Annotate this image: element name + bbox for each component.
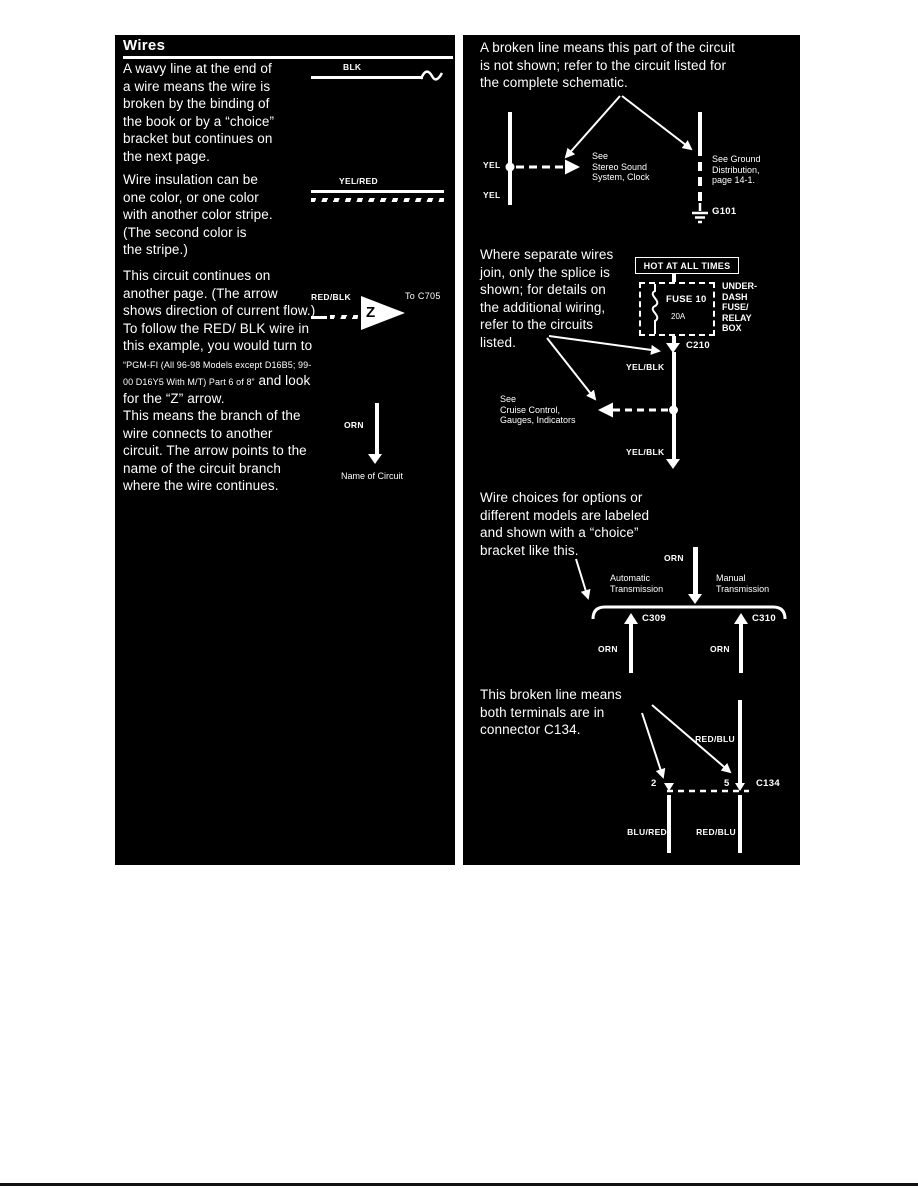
section-title: Wires <box>123 37 166 54</box>
see-cruise-note: See Cruise Control, Gauges, Indicators <box>500 394 576 425</box>
wire-color-label: ORN <box>344 420 364 430</box>
down-arrowhead-icon <box>688 594 702 604</box>
wire-color-label: BLK <box>343 62 362 72</box>
terminal-wire-lower-left <box>667 795 671 853</box>
terminals-paragraph: This broken line means both terminals ar… <box>480 687 622 737</box>
down-arrowhead-icon <box>666 343 680 353</box>
fuse-rating-label: 20A <box>671 312 686 321</box>
wire-color-label: ORN <box>710 644 730 654</box>
wire-color-label: YEL/BLK <box>626 362 665 372</box>
connector-label: C310 <box>752 613 776 624</box>
main-wire-line <box>672 352 676 460</box>
choice-bracket <box>591 605 787 620</box>
see-stereo-note: See Stereo Sound System, Clock <box>592 151 650 182</box>
branch-target-label: Name of Circuit <box>341 471 404 481</box>
terminal-number: 5 <box>724 778 730 789</box>
wire-color-label: ORN <box>598 644 618 654</box>
up-arrowhead-icon <box>734 613 748 624</box>
option-right-label: Manual Transmission <box>716 573 770 594</box>
left-wire-line <box>508 112 512 205</box>
pointer-arrow <box>575 558 591 600</box>
hot-label: HOT AT ALL TIMES <box>643 260 731 271</box>
pointer-arrow <box>621 95 693 151</box>
continues-text-2: and look for the “Z” arrow. <box>123 373 311 406</box>
wire-color-label: YEL/RED <box>339 176 378 186</box>
wire-color-label: ORN <box>664 553 684 563</box>
connector-label: C210 <box>686 340 710 351</box>
pointer-arrow <box>564 95 621 159</box>
ground-id-label: G101 <box>712 206 737 217</box>
choice-paragraph: Wire choices for options or different mo… <box>480 490 650 558</box>
see-ground-note: See Ground Distribution, page 14-1. <box>712 154 761 185</box>
connector-label: C134 <box>756 778 780 789</box>
arrow-target-label: To C705 <box>405 291 441 301</box>
fuse-element-icon <box>651 284 659 334</box>
splice-paragraph: Where separate wires join, only the spli… <box>480 247 614 350</box>
terminal-wire-upper <box>738 700 742 785</box>
down-arrowhead-icon <box>368 454 382 464</box>
column-divider <box>455 35 463 865</box>
continues-text-small: “PGM-FI (All 96-98 Models except D16B5; … <box>123 359 312 388</box>
arrow-wire-solid-line <box>311 316 327 319</box>
wire-color-label: RED/BLU <box>695 734 735 744</box>
fuse-name-label: FUSE 10 <box>666 294 707 305</box>
scan-bottom-edge <box>0 1183 918 1186</box>
wires-legend-panel: Wires A wavy line at the end of a wire m… <box>115 35 800 865</box>
branch-wire-line <box>375 403 379 455</box>
arrow-wire-dash-line <box>330 315 358 319</box>
z-arrow-icon <box>361 296 405 330</box>
wire-color-label: RED/BLU <box>696 827 736 837</box>
choice-wire-line <box>693 547 698 595</box>
terminal-arrowhead-icon <box>664 783 674 791</box>
wire-color-label: YEL/BLK <box>626 447 665 457</box>
branch-paragraph: This means the branch of the wire connec… <box>123 408 307 493</box>
pointer-arrow <box>641 712 666 779</box>
pointer-arrow <box>546 337 597 401</box>
wavy-line-paragraph: A wavy line at the end of a wire means t… <box>123 61 275 164</box>
pointer-arrow <box>548 335 661 355</box>
wavy-break-icon <box>419 70 444 81</box>
wire-color-label: YEL <box>483 190 501 200</box>
wire-color-label: YEL <box>483 160 501 170</box>
terminal-arrowhead-icon <box>735 783 745 791</box>
fuse-relay-box <box>639 282 715 336</box>
terminal-wire-lower-right <box>738 795 742 853</box>
option-right-wire <box>739 623 743 673</box>
title-underline <box>123 56 453 59</box>
fuse-output-wire <box>672 336 676 343</box>
connector-label: C309 <box>642 613 666 624</box>
ground-icon <box>692 203 708 224</box>
wire-color-label: BLU/RED <box>627 827 667 837</box>
underdash-box-label: UNDER- DASH FUSE/ RELAY BOX <box>722 281 757 333</box>
insulation-paragraph: Wire insulation can be one color, or one… <box>123 172 273 257</box>
diagram-graphics-overlay <box>361 70 787 793</box>
striped-wire-dash-line <box>311 198 444 202</box>
wavy-wire-line <box>311 76 423 79</box>
up-arrowhead-icon <box>624 613 638 624</box>
wire-color-label: RED/BLK <box>311 292 351 302</box>
hot-at-all-times-box: HOT AT ALL TIMES <box>635 257 739 274</box>
option-left-label: Automatic Transmission <box>610 573 664 594</box>
striped-wire-solid-line <box>311 190 444 193</box>
feed-wire-line <box>672 274 676 282</box>
broken-line-paragraph: A broken line means this part of the cir… <box>480 40 736 90</box>
terminal-number: 2 <box>651 778 657 789</box>
down-arrowhead-icon <box>666 459 680 469</box>
continues-text-1: This circuit continues on another page. … <box>123 268 316 353</box>
pointer-arrow <box>651 704 732 774</box>
arrow-letter: Z <box>366 304 376 321</box>
option-left-wire <box>629 623 633 673</box>
continues-paragraph: This circuit continues on another page. … <box>123 267 317 407</box>
